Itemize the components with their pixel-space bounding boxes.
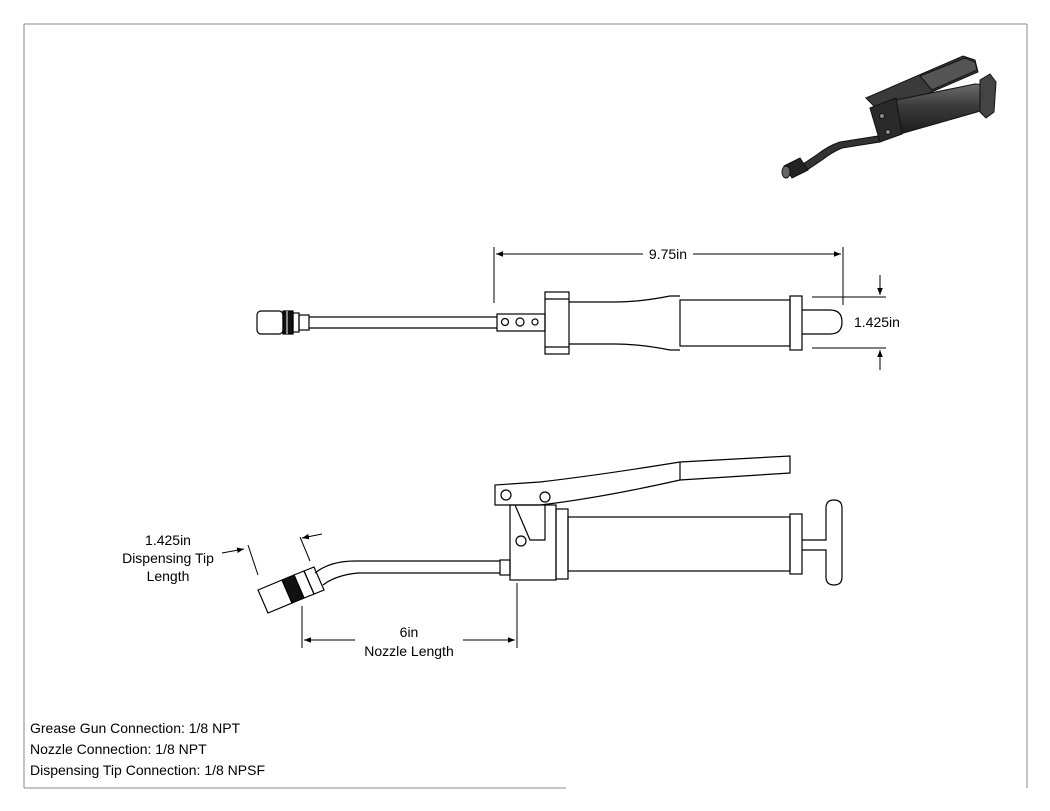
dimension-overall-length <box>493 247 844 305</box>
tip-length-value: 1.425in <box>145 532 191 548</box>
note-dispensing-tip-connection: Dispensing Tip Connection: 1/8 NPSF <box>30 762 266 778</box>
tip-length-label-line-2: Length <box>147 568 190 584</box>
drawing-border <box>23 23 1028 789</box>
dimension-barrel-diameter <box>812 275 886 370</box>
overall-length-label: 9.75in <box>649 246 687 262</box>
isometric-grease-gun-image <box>781 55 997 179</box>
tip-length-label-line-1: Dispensing Tip <box>122 550 214 566</box>
dimension-nozzle-length <box>301 583 518 648</box>
nozzle-length-value: 6in <box>400 624 419 640</box>
nozzle-length-label: Nozzle Length <box>364 643 454 659</box>
barrel-diameter-label: 1.425in <box>854 314 900 330</box>
side-view-tip <box>257 566 325 614</box>
note-nozzle-connection: Nozzle Connection: 1/8 NPT <box>30 741 207 757</box>
note-grease-gun-connection: Grease Gun Connection: 1/8 NPT <box>30 720 241 736</box>
dimension-tip-length <box>221 533 323 576</box>
side-view <box>257 455 843 614</box>
top-view-tip <box>256 310 284 335</box>
top-view <box>256 291 843 355</box>
